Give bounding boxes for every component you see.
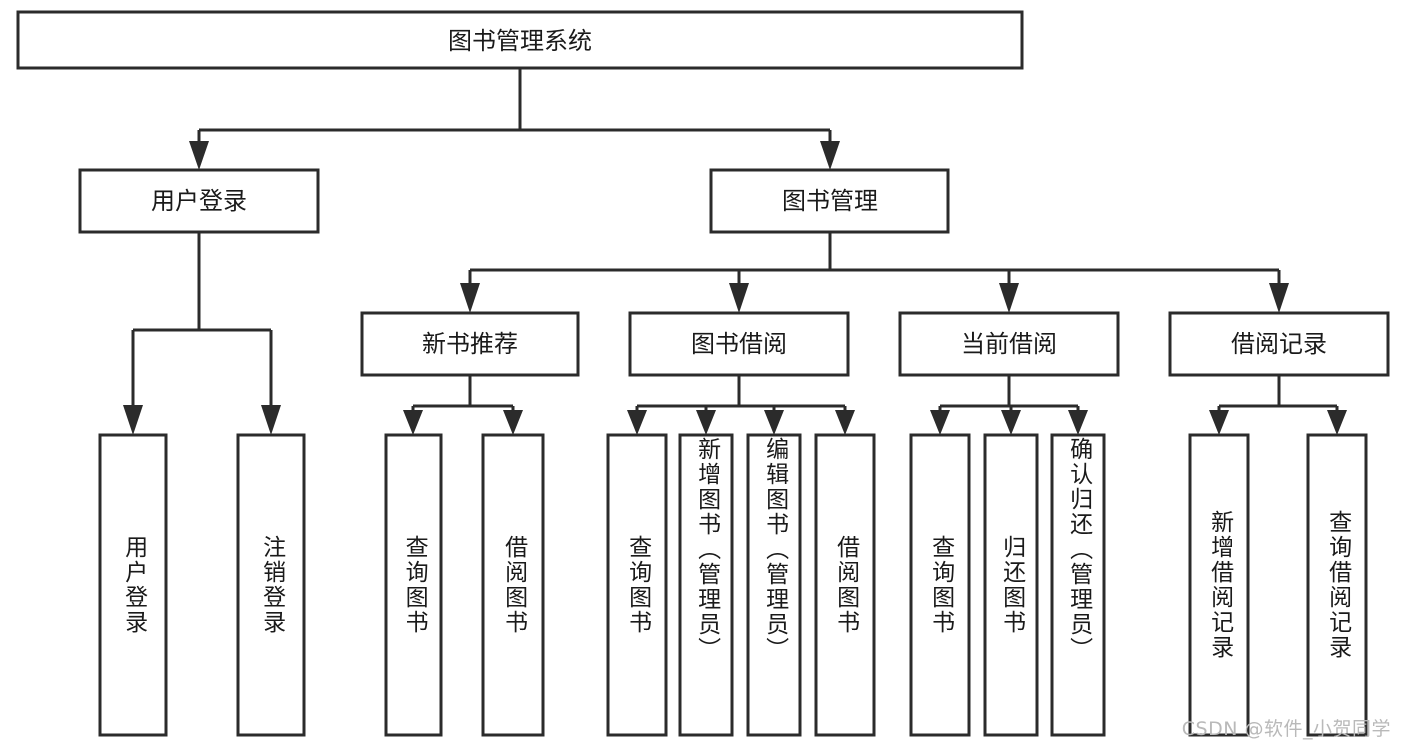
arrow-head-leaf-add-book (696, 410, 716, 435)
arrow-head-borrow-record (1269, 283, 1289, 313)
node-book-borrow-label: 图书借阅 (691, 330, 787, 358)
node-new-book-recommend-label: 新书推荐 (422, 330, 518, 358)
connector-group-currentborrow-leaves (930, 375, 1088, 435)
connector-group-bookmgmt-to-level3 (460, 232, 1289, 313)
node-borrow-record-label: 借阅记录 (1231, 330, 1327, 358)
arrow-head-leaf-borrow-book-2 (835, 410, 855, 435)
node-book-management-label: 图书管理 (782, 187, 878, 215)
leaf-box-query-record[interactable] (1306, 433, 1368, 737)
node-book-management[interactable]: 图书管理 (709, 168, 950, 234)
node-new-book-recommend-box (360, 311, 580, 377)
node-borrow-record[interactable]: 借阅记录 (1168, 311, 1390, 377)
connector-group-newbook-leaves (403, 375, 523, 435)
leaf-box-logout[interactable] (236, 433, 306, 737)
node-current-borrow-label: 当前借阅 (961, 330, 1057, 358)
node-root-system-box (16, 10, 1024, 70)
arrow-head-leaf-confirm-return (1068, 410, 1088, 435)
arrow-head-leaf-query-record (1327, 410, 1347, 435)
node-user-login-label: 用户登录 (151, 187, 247, 215)
node-root-system[interactable]: 图书管理系统 (16, 10, 1024, 70)
node-current-borrow-box (898, 311, 1120, 377)
leaf-box-return-book[interactable] (983, 433, 1039, 737)
arrow-head-book-borrow (729, 283, 749, 313)
leaf-box-add-book[interactable] (678, 433, 734, 737)
arrow-head-leaf-query-book-3 (930, 410, 950, 435)
leaf-box-edit-book[interactable] (746, 433, 802, 737)
arrow-head-leaf-user-login (123, 405, 143, 435)
connector-group-userlogin-leaves (123, 232, 281, 435)
node-user-login-box (78, 168, 320, 234)
node-user-login[interactable]: 用户登录 (78, 168, 320, 234)
node-new-book-recommend[interactable]: 新书推荐 (360, 311, 580, 377)
leaf-box-confirm-return[interactable] (1050, 433, 1106, 737)
node-book-management-box (709, 168, 950, 234)
node-book-borrow-box (628, 311, 850, 377)
arrow-head-leaf-query-book-1 (403, 410, 423, 435)
leaf-box-group (98, 433, 1368, 737)
leaf-box-query-book-1[interactable] (384, 433, 443, 737)
arrow-head-book-mgmt (820, 141, 840, 170)
arrow-head-leaf-edit-book (764, 410, 784, 435)
arrow-head-leaf-borrow-book-1 (503, 410, 523, 435)
leaf-box-query-book-2[interactable] (606, 433, 668, 737)
connector-group-borrowrecord-leaves (1209, 375, 1347, 435)
leaf-box-borrow-book-1[interactable] (481, 433, 545, 737)
arrow-head-leaf-return-book (1001, 410, 1021, 435)
node-root-system-label: 图书管理系统 (448, 27, 592, 55)
leaf-box-query-book-3[interactable] (909, 433, 971, 737)
node-book-borrow[interactable]: 图书借阅 (628, 311, 850, 377)
arrow-head-leaf-logout (261, 405, 281, 435)
arrow-head-current-borrow (999, 283, 1019, 313)
leaf-box-borrow-book-2[interactable] (814, 433, 876, 737)
leaf-box-user-login[interactable] (98, 433, 168, 737)
node-borrow-record-box (1168, 311, 1390, 377)
arrow-head-user-login (189, 141, 209, 170)
connector-group-root-to-level2 (189, 68, 840, 170)
arrow-head-leaf-query-book-2 (627, 410, 647, 435)
arrow-head-new-book-rec (460, 283, 480, 313)
node-current-borrow[interactable]: 当前借阅 (898, 311, 1120, 377)
leaf-box-add-record[interactable] (1188, 433, 1250, 737)
connector-group-bookborrow-leaves (627, 375, 855, 435)
arrow-head-leaf-add-record (1209, 410, 1229, 435)
